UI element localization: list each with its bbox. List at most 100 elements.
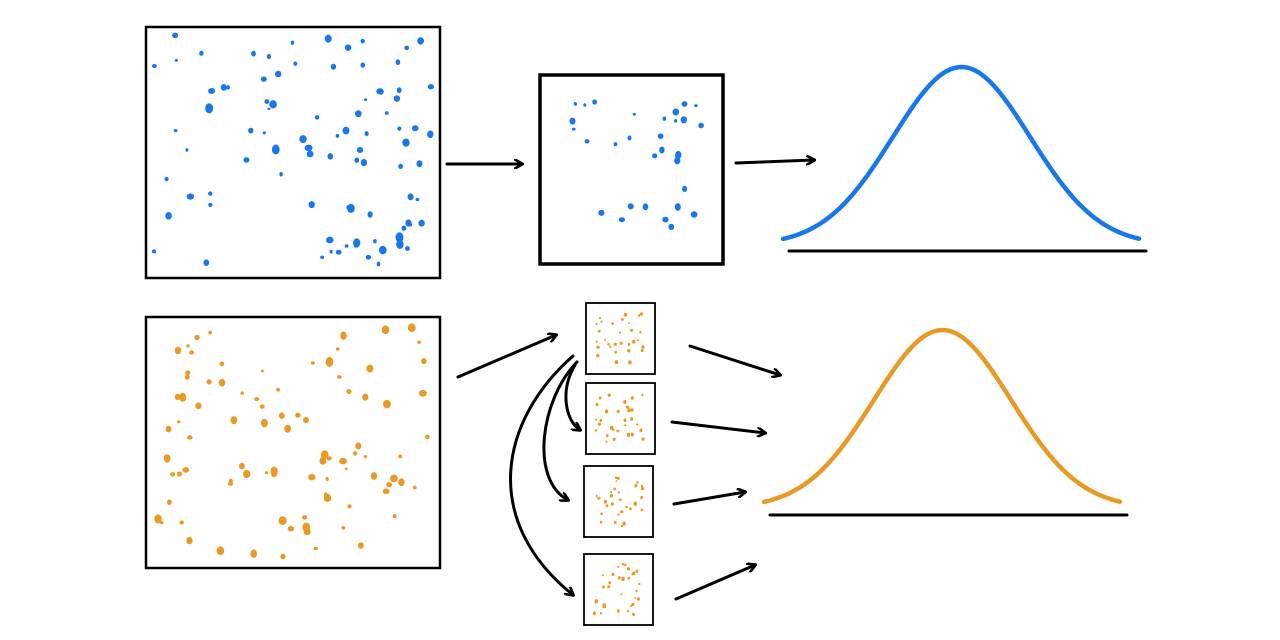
data-point-dot — [640, 496, 643, 500]
data-point-dot — [405, 219, 412, 227]
data-point-dot — [165, 425, 172, 433]
data-point-dot — [680, 116, 687, 124]
data-point-dot — [407, 193, 414, 201]
data-point-dot — [634, 597, 637, 599]
data-point-dot — [174, 346, 182, 355]
data-point-dot — [617, 477, 620, 480]
data-point-dot — [600, 512, 603, 515]
data-point-dot — [595, 418, 597, 421]
data-point-dot — [267, 107, 271, 111]
data-point-dot — [674, 119, 678, 123]
data-point-dot — [620, 318, 624, 321]
data-point-dot — [604, 409, 609, 414]
data-point-dot — [219, 361, 225, 367]
data-point-dot — [595, 322, 598, 326]
data-point-dot — [365, 254, 372, 260]
data-point-dot — [314, 115, 320, 120]
arrow-resample-3-to-distribution — [672, 492, 745, 506]
data-point-dot — [611, 572, 615, 577]
data-point-dot — [220, 84, 227, 91]
arrow-to-bootstrap-sample — [456, 335, 556, 379]
data-point-dot — [324, 492, 328, 497]
data-point-dot — [631, 602, 635, 607]
population-box-orange — [144, 315, 442, 570]
data-point-dot — [617, 565, 620, 568]
data-point-dot — [386, 482, 392, 488]
data-point-dot — [640, 487, 645, 491]
data-point-dot — [347, 504, 352, 509]
data-point-dot — [628, 360, 632, 365]
data-point-dot — [630, 432, 634, 437]
data-point-dot — [335, 133, 340, 138]
bootstrap-resample-box-3 — [583, 465, 654, 538]
data-point-dot — [569, 117, 576, 125]
data-point-dot — [607, 342, 610, 346]
data-point-dot — [630, 408, 634, 412]
data-point-dot — [320, 255, 325, 259]
population-dots-orange — [154, 323, 430, 560]
data-point-dot — [206, 379, 212, 385]
data-point-dot — [341, 526, 346, 530]
data-point-dot — [626, 432, 631, 437]
data-point-dot — [694, 104, 698, 108]
data-point-dot — [205, 103, 214, 114]
data-point-dot — [382, 488, 390, 495]
data-point-dot — [407, 323, 416, 333]
data-point-dot — [185, 148, 189, 152]
data-point-dot — [335, 347, 340, 351]
data-point-dot — [627, 408, 631, 413]
data-point-dot — [623, 400, 627, 404]
data-point-dot — [599, 418, 603, 423]
bootstrap-resample-box-1 — [585, 302, 656, 375]
data-point-dot — [613, 520, 617, 525]
data-point-dot — [329, 249, 333, 254]
data-point-dot — [636, 597, 640, 601]
data-point-dot — [243, 157, 250, 163]
data-point-dot — [595, 402, 599, 407]
data-point-dot — [609, 345, 612, 348]
data-point-dot — [319, 456, 327, 465]
data-point-dot — [356, 147, 364, 153]
data-point-dot — [417, 37, 424, 45]
data-point-dot — [623, 418, 627, 423]
data-point-dot — [325, 477, 329, 481]
data-point-dot — [195, 402, 202, 410]
data-point-dot — [616, 609, 620, 613]
data-point-dot — [154, 514, 162, 524]
data-point-dot — [641, 345, 645, 349]
data-point-dot — [358, 542, 364, 549]
data-point-dot — [594, 599, 599, 604]
population-box-blue — [144, 25, 442, 280]
data-point-dot — [344, 467, 348, 471]
arrow-resample-1-to-distribution — [688, 344, 780, 375]
data-point-dot — [346, 204, 353, 210]
data-point-dot — [625, 405, 630, 409]
data-point-dot — [624, 424, 627, 427]
data-point-dot — [652, 153, 658, 159]
data-point-dot — [337, 375, 342, 379]
data-point-dot — [199, 50, 204, 56]
data-point-dot — [613, 142, 618, 147]
data-point-dot — [597, 329, 601, 333]
data-point-dot — [170, 472, 176, 477]
data-point-dot — [379, 245, 387, 255]
bootstrap-resample-dots-4 — [592, 562, 641, 617]
data-point-dot — [682, 185, 688, 192]
data-point-dot — [250, 549, 257, 558]
data-point-dot — [353, 451, 358, 456]
data-point-dot — [340, 331, 347, 340]
data-point-dot — [573, 102, 578, 106]
data-point-dot — [287, 525, 295, 532]
data-point-dot — [203, 259, 210, 267]
data-point-dot — [620, 524, 624, 528]
data-point-dot — [163, 454, 171, 463]
data-point-dot — [184, 374, 190, 380]
data-point-dot — [402, 138, 410, 147]
data-point-dot — [412, 485, 417, 490]
data-point-dot — [607, 585, 611, 589]
data-point-dot — [620, 510, 624, 514]
data-point-dot — [639, 331, 642, 334]
data-point-dot — [299, 135, 307, 144]
data-point-dot — [614, 350, 617, 354]
